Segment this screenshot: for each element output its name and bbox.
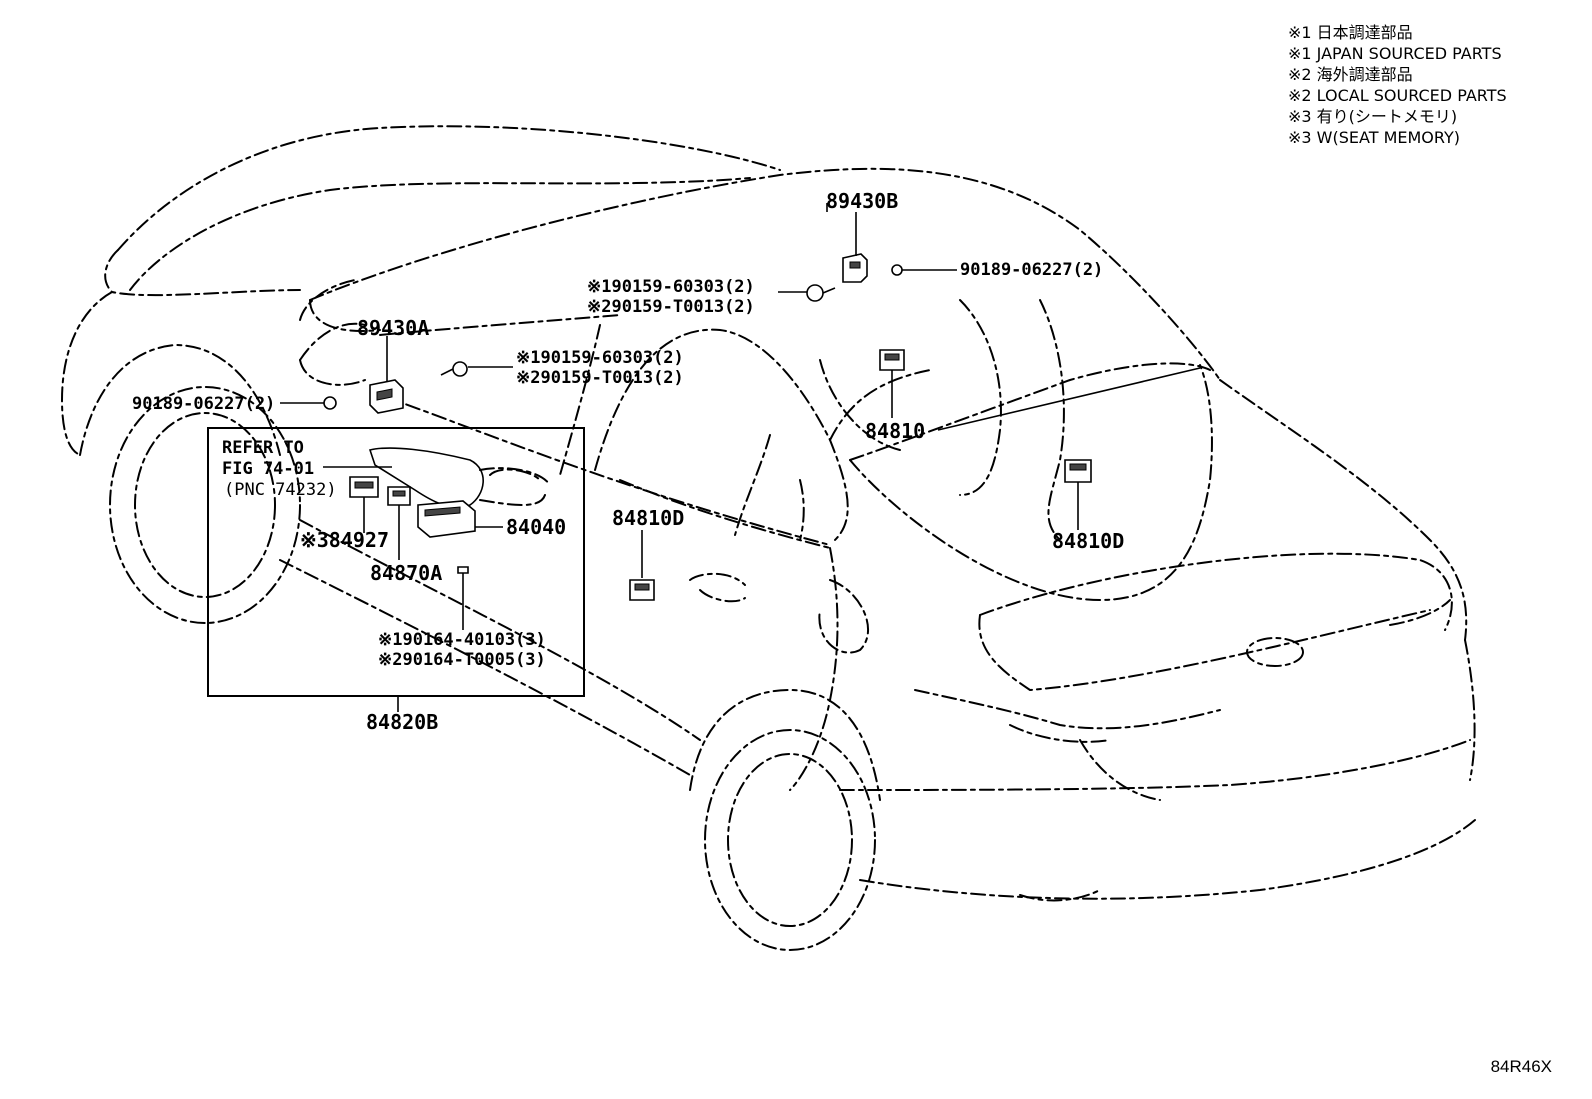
label-screw-2: ※290164-T0005(3) xyxy=(378,650,546,670)
label-84810: 84810 xyxy=(865,419,926,443)
label-bolt-mid-1: ※190159-60303(2) xyxy=(516,348,684,368)
legend-line: ※2 LOCAL SOURCED PARTS xyxy=(1288,86,1507,105)
label-refer-fig: FIG 74-01 xyxy=(222,459,315,479)
label-bolt-top-2: ※290159-T0013(2) xyxy=(587,297,755,317)
label-refer-to: REFER TO xyxy=(222,438,304,458)
label-89430B: 89430B xyxy=(826,189,899,213)
legend-line: ※2 海外調達部品 xyxy=(1288,65,1413,84)
label-84810D-rear: 84810D xyxy=(1052,529,1125,553)
label-bolt-mid-2: ※290159-T0013(2) xyxy=(516,368,684,388)
label-84927: ※384927 xyxy=(300,528,390,552)
legend-line: ※3 W(SEAT MEMORY) xyxy=(1288,128,1460,147)
bolt-icon xyxy=(440,361,468,377)
part-84810D-rear-switch xyxy=(1064,459,1092,483)
label-84040: 84040 xyxy=(506,515,567,539)
label-nut-left: 90189-06227(2) xyxy=(132,394,276,414)
legend-line: ※1 JAPAN SOURCED PARTS xyxy=(1288,44,1502,63)
legend: ※1 日本調達部品 ※1 JAPAN SOURCED PARTS ※2 海外調達… xyxy=(1288,22,1507,148)
label-nut-top: 90189-06227(2) xyxy=(960,260,1104,280)
legend-line: ※3 有り(シートメモリ) xyxy=(1288,107,1458,126)
part-84810-switch xyxy=(879,349,905,371)
label-89430A: 89430A xyxy=(357,316,430,340)
bolt-icon xyxy=(806,284,836,302)
part-84927-switch xyxy=(349,476,379,498)
leader-lines xyxy=(280,203,1201,712)
part-84870A-switch xyxy=(387,486,411,506)
legend-line: ※1 日本調達部品 xyxy=(1288,23,1413,42)
clip-icon xyxy=(891,264,903,276)
label-84820B: 84820B xyxy=(366,710,439,734)
part-89430A-sensor xyxy=(369,379,404,414)
label-refer-pnc: (PNC 74232) xyxy=(224,480,337,500)
part-84040-master-switch xyxy=(417,500,476,538)
part-84810D-front-switch xyxy=(629,579,655,601)
part-89430B-sensor xyxy=(842,253,868,283)
screw-icon xyxy=(457,566,469,590)
part-84820B-switch-base xyxy=(368,447,551,508)
figure-code: 84R46X xyxy=(1490,1057,1552,1076)
label-screw-1: ※190164-40103(3) xyxy=(378,630,546,650)
label-bolt-top-1: ※190159-60303(2) xyxy=(587,277,755,297)
clip-icon xyxy=(323,396,337,410)
label-84810D-front: 84810D xyxy=(612,506,685,530)
label-84870A: 84870A xyxy=(370,561,443,585)
